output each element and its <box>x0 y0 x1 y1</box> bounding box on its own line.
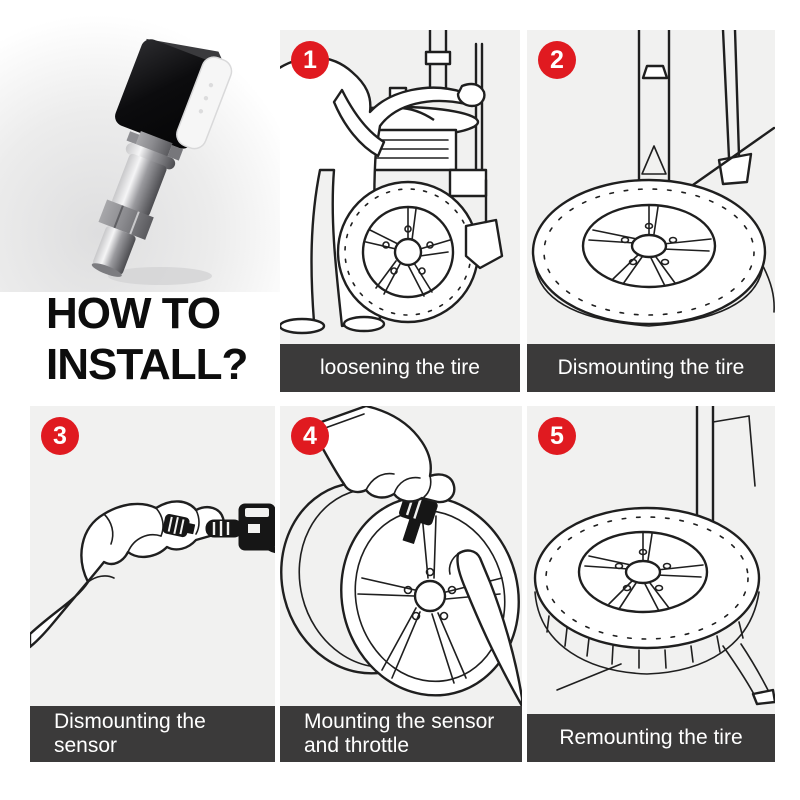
step-3-number: 3 <box>53 421 67 450</box>
tpms-sensor-photo <box>0 0 280 292</box>
step-1-number: 1 <box>303 45 317 74</box>
step-3-caption: Dismounting the sensor <box>30 706 275 762</box>
step-1-caption: loosening the tire <box>280 344 520 392</box>
step-4-number-badge: 4 <box>291 417 329 455</box>
step-5-number: 5 <box>550 421 564 450</box>
step-3-illustration <box>30 500 275 649</box>
step-2-number-badge: 2 <box>538 41 576 79</box>
sensor-glyph <box>205 503 275 554</box>
step-4-illustration <box>280 406 522 706</box>
step-1-illustration <box>280 30 504 335</box>
step-3-number-badge: 3 <box>41 417 79 455</box>
step-5-caption: Remounting the tire <box>527 714 775 762</box>
sensor-shadow <box>108 267 212 285</box>
title-line-2: INSTALL? <box>46 340 248 389</box>
step-1-number-badge: 1 <box>291 41 329 79</box>
page-title: HOW TO INSTALL? <box>46 288 276 390</box>
step-5-number-badge: 5 <box>538 417 576 455</box>
step-4-caption: Mounting the sensor and throttle <box>280 706 522 762</box>
step-4-panel: 4 <box>280 406 522 762</box>
step-2-number: 2 <box>550 45 564 74</box>
step-3-panel: 3 <box>30 406 275 762</box>
step-2-panel: 2 <box>527 30 775 392</box>
step-2-illustration <box>531 30 775 327</box>
step-5-illustration <box>533 406 775 706</box>
step-2-caption: Dismounting the tire <box>527 344 775 392</box>
step-5-panel: 5 <box>527 406 775 762</box>
step-4-number: 4 <box>303 421 317 450</box>
title-line-1: HOW TO <box>46 289 221 338</box>
product-photo <box>0 0 280 292</box>
sensor-body-group <box>91 38 233 277</box>
step-1-panel: 1 <box>280 30 520 392</box>
